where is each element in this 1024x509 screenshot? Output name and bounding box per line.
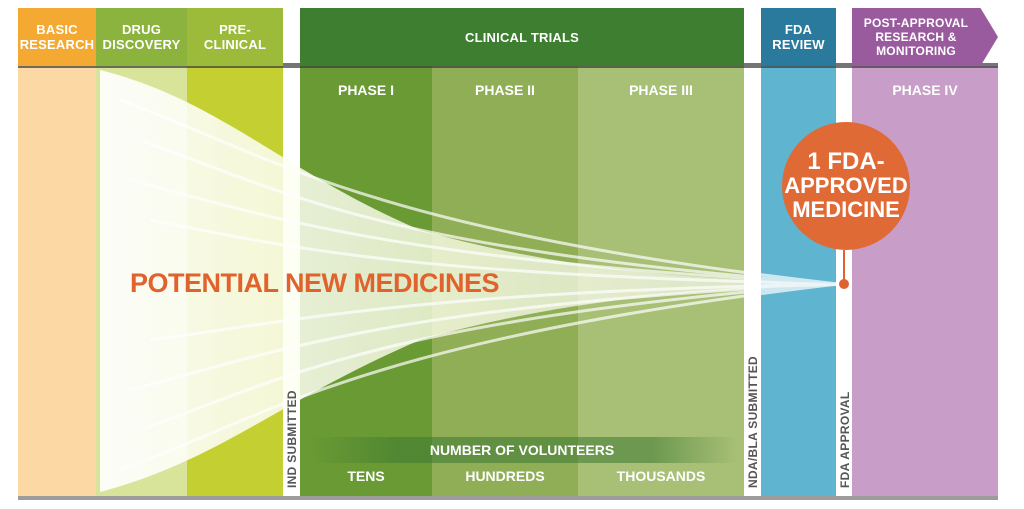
fda-approved-medicine-badge: 1 FDA- APPROVED MEDICINE: [782, 122, 910, 250]
ind-submitted-label: IND SUBMITTED: [285, 390, 299, 488]
volunteers-title: NUMBER OF VOLUNTEERS: [429, 442, 615, 458]
phase3-label: PHASE III: [629, 82, 693, 98]
result-pointer-dot: [839, 279, 849, 289]
phase1-label: PHASE I: [337, 82, 394, 98]
result-line2: APPROVED: [784, 173, 908, 198]
basic-research-column: [18, 66, 96, 496]
phase2-label: PHASE II: [475, 82, 535, 98]
volunteers-band: [310, 437, 738, 463]
result-line3: MEDICINE: [792, 197, 900, 222]
volunteers-hundreds: HUNDREDS: [465, 468, 545, 484]
bottom-shadow: [18, 496, 998, 500]
nda-bla-submitted-label: NDA/BLA SUBMITTED: [746, 356, 760, 488]
header-drug-discovery: DRUG DISCOVERY: [96, 8, 187, 66]
volunteers-tens: TENS: [347, 468, 385, 484]
funnel-shape: [100, 70, 838, 492]
header-pre-clinical: PRE- CLINICAL: [187, 8, 283, 66]
fda-approval-label: FDA APPROVAL: [838, 391, 852, 489]
funnel-streaks: [119, 98, 839, 472]
header-fda-review: FDA REVIEW: [761, 8, 836, 66]
volunteers-thousands: THOUSANDS: [616, 468, 706, 484]
potential-new-medicines-label: POTENTIAL NEW MEDICINES: [130, 268, 500, 298]
phase4-label: PHASE IV: [892, 82, 958, 98]
header-post-approval: POST-APPROVAL RESEARCH & MONITORING: [863, 16, 969, 58]
header-clinical-trials: CLINICAL TRIALS: [300, 8, 744, 66]
result-line1: 1 FDA-: [807, 148, 885, 175]
header-post-approval-arrow: [852, 8, 998, 66]
header-basic-research: BASIC RESEARCH: [18, 8, 96, 66]
